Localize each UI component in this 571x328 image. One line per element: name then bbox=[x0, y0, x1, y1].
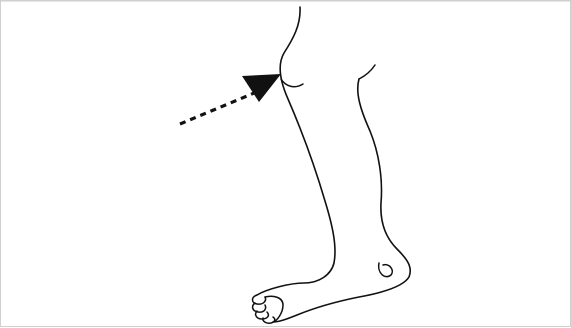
toes bbox=[253, 295, 284, 323]
ankle-bone bbox=[379, 263, 393, 277]
leg-front-contour bbox=[273, 79, 410, 322]
arrow-dashed-shaft bbox=[180, 91, 259, 124]
leg-back-contour bbox=[257, 7, 335, 295]
arrow-head bbox=[242, 74, 281, 102]
knee-crease bbox=[281, 79, 303, 87]
knee-front-accent bbox=[359, 65, 375, 79]
callout-arrow bbox=[180, 74, 281, 124]
